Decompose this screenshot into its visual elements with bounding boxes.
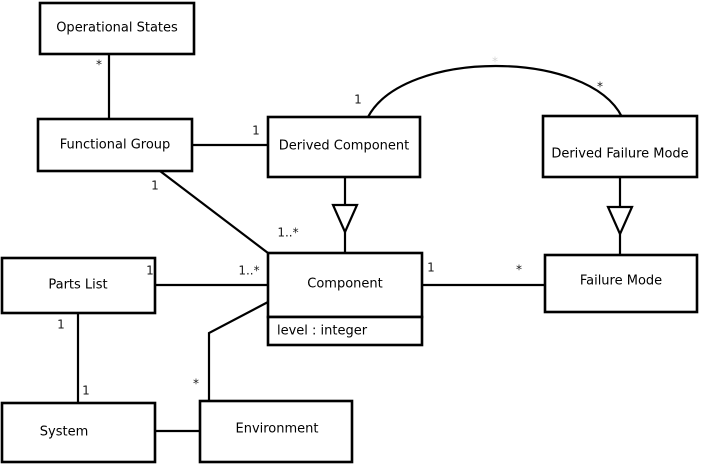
class-component[interactable]: Component level : integer (266, 251, 424, 347)
generalization-arrows (331, 177, 634, 255)
multiplicity-operational-states-end: * (96, 58, 102, 72)
multiplicity-parts-list-bottom: 1 (57, 318, 65, 332)
class-name-label: Derived Failure Mode (551, 147, 688, 162)
class-system[interactable]: System (0, 401, 157, 464)
association-lines (76, 54, 623, 433)
class-box-rect (38, 1, 196, 56)
multiplicity-component-right: 1 (427, 261, 435, 275)
class-operational-states[interactable]: Operational States (38, 1, 196, 56)
class-failure-mode[interactable]: Failure Mode (543, 253, 699, 314)
multiplicity-environment-top: * (193, 377, 199, 391)
class-attribute-label: level : integer (277, 324, 368, 339)
class-box-rect (198, 399, 354, 464)
association-environment-component[interactable] (207, 301, 269, 401)
class-box-rect (543, 253, 699, 314)
generalization-derived-component-to-component[interactable] (331, 177, 359, 253)
class-box-rect (36, 117, 194, 173)
multiplicity-derived-failure-mode-curve: * (597, 80, 603, 94)
class-attribute-compartment-rect (266, 315, 424, 347)
class-box-rect (541, 114, 699, 179)
class-derived-component[interactable]: Derived Component (266, 115, 422, 179)
class-box-rect (266, 115, 422, 179)
class-box-rect (0, 401, 157, 464)
multiplicity-parts-list-right: 1 (146, 264, 154, 278)
class-environment[interactable]: Environment (198, 399, 354, 464)
class-name-label: Functional Group (60, 138, 171, 153)
hollow-triangle-icon (331, 203, 359, 235)
multiplicity-failure-mode-left: * (516, 263, 522, 277)
class-name-label: Derived Component (279, 139, 410, 154)
class-name-label: Failure Mode (580, 274, 662, 289)
class-derived-failure-mode[interactable]: Derived Failure Mode (541, 114, 699, 179)
class-name-label: Environment (235, 422, 318, 437)
multiplicity-labels: * 1 1 * * 1 1..* 1 1..* 1 * 1 * 1 (57, 55, 603, 398)
multiplicity-system-top: 1 (82, 384, 90, 398)
multiplicity-component-diagonal: 1..* (277, 226, 298, 240)
multiplicity-derived-component-curve: 1 (354, 93, 362, 107)
multiplicity-functional-group-bottom: 1 (151, 179, 159, 193)
multiplicity-curve-apex: * (492, 55, 498, 69)
class-name-label: Component (307, 277, 382, 292)
class-functional-group[interactable]: Functional Group (36, 117, 194, 173)
class-parts-list[interactable]: Parts List (0, 256, 157, 315)
multiplicity-derived-component-left: 1 (252, 124, 260, 138)
association-functional-group-component[interactable] (159, 170, 269, 254)
association-derived-component-derived-failure-mode[interactable] (367, 65, 623, 118)
class-name-label: System (40, 425, 88, 440)
class-name-label: Operational States (56, 21, 178, 36)
class-box-rect (266, 251, 424, 319)
generalization-derived-failure-mode-to-failure-mode[interactable] (606, 177, 634, 255)
class-box-rect (0, 256, 157, 315)
hollow-triangle-icon (606, 205, 634, 237)
multiplicity-component-left: 1..* (238, 264, 259, 278)
class-name-label: Parts List (48, 278, 107, 293)
